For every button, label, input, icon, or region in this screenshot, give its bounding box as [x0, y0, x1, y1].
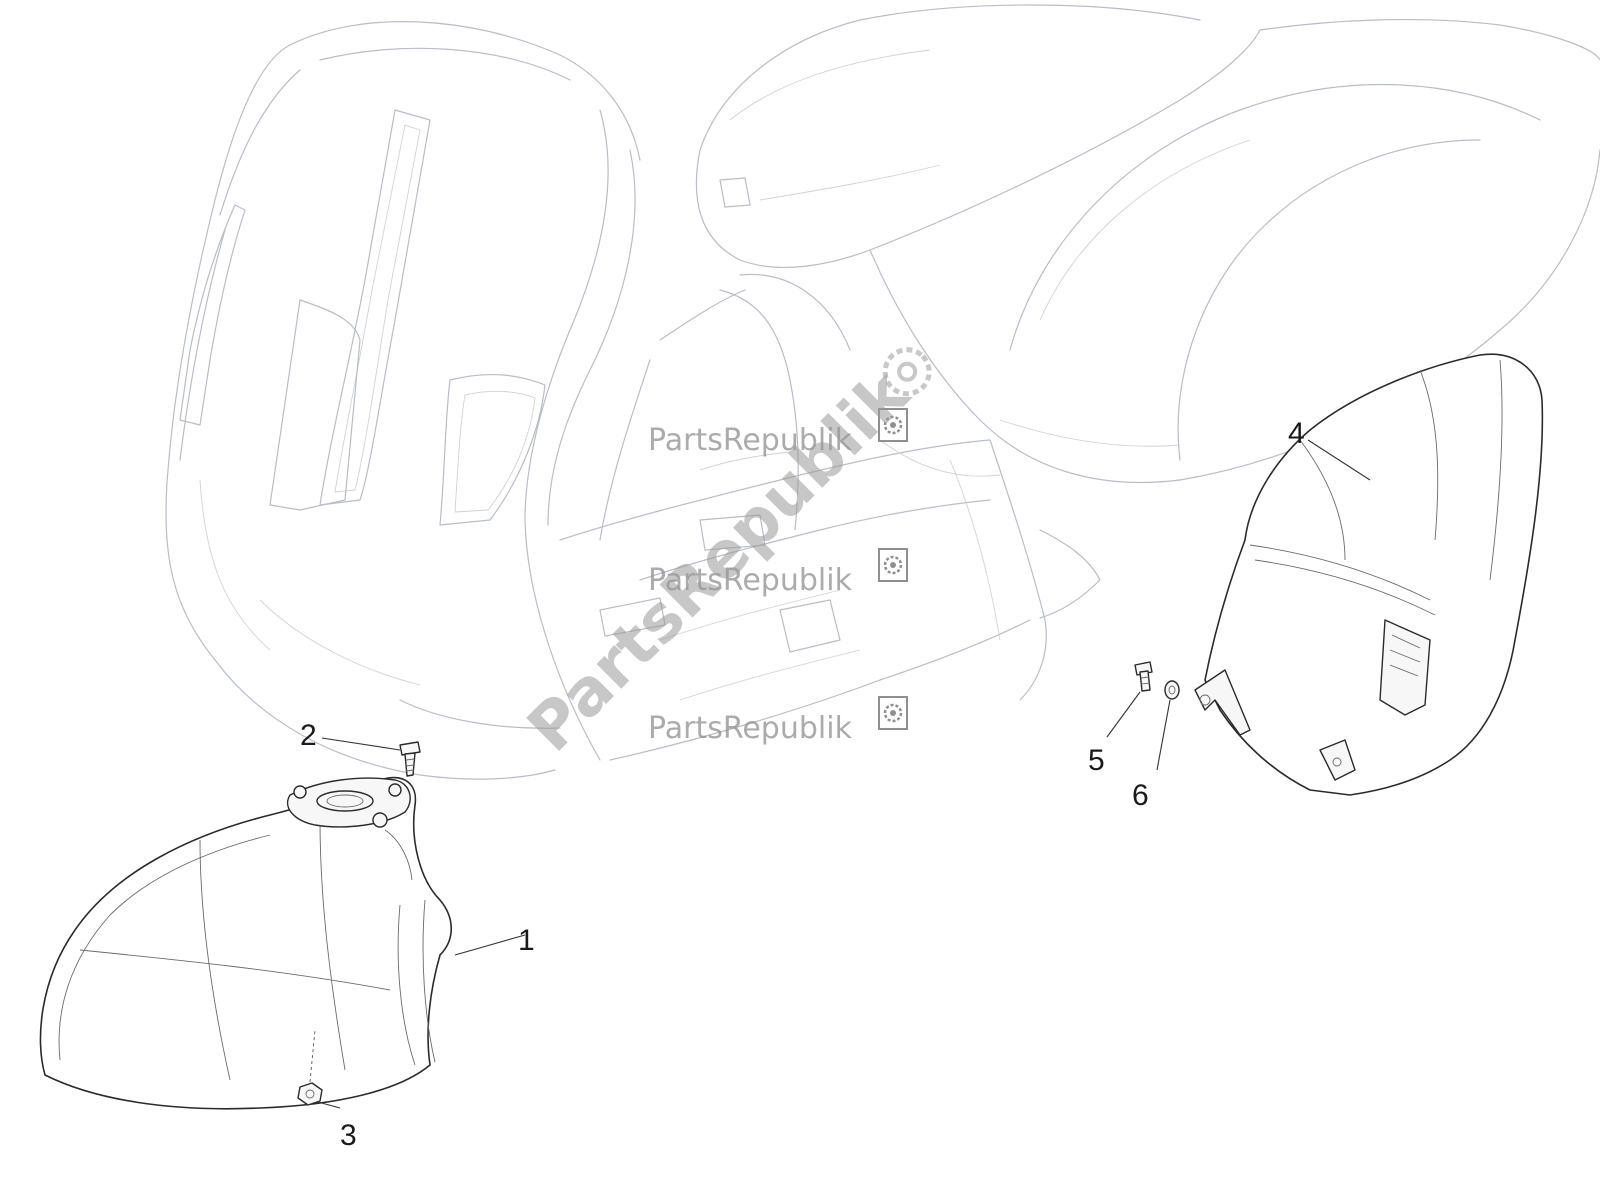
watermark-diagonal-text: PartsRepublik — [514, 356, 924, 766]
gear-icon — [878, 548, 908, 582]
washer-part-6[interactable] — [1164, 680, 1180, 700]
callout-labels: 1 2 3 4 5 6 — [300, 417, 1305, 1152]
gear-icon — [878, 408, 908, 442]
watermark-text: PartsRepublik — [648, 563, 853, 598]
gear-icon — [882, 347, 932, 397]
rear-mudguard[interactable] — [1194, 353, 1544, 796]
watermark-2: PartsRepublik — [648, 548, 908, 598]
watermark-text: PartsRepublik — [648, 423, 853, 458]
callout-5: 5 — [1088, 744, 1105, 777]
leader-lines — [309, 439, 1371, 1109]
callout-2: 2 — [300, 719, 317, 752]
watermark-text: PartsRepublik — [648, 711, 853, 746]
watermark-1: PartsRepublik — [648, 408, 908, 458]
screw-part-2[interactable] — [399, 741, 421, 777]
scooter-body-outline — [165, 4, 1600, 780]
callout-4: 4 — [1288, 417, 1305, 450]
watermark-group: PartsRepublik PartsRepublik PartsRepubli… — [514, 347, 932, 766]
nut-part-3[interactable] — [297, 1082, 323, 1106]
watermark-3: PartsRepublik — [648, 696, 908, 746]
callout-1: 1 — [518, 924, 535, 957]
screw-part-5[interactable] — [1134, 661, 1153, 692]
callout-3: 3 — [340, 1119, 357, 1152]
gear-icon — [878, 696, 908, 730]
front-mudguard[interactable] — [39, 776, 452, 1110]
callout-6: 6 — [1132, 779, 1149, 812]
